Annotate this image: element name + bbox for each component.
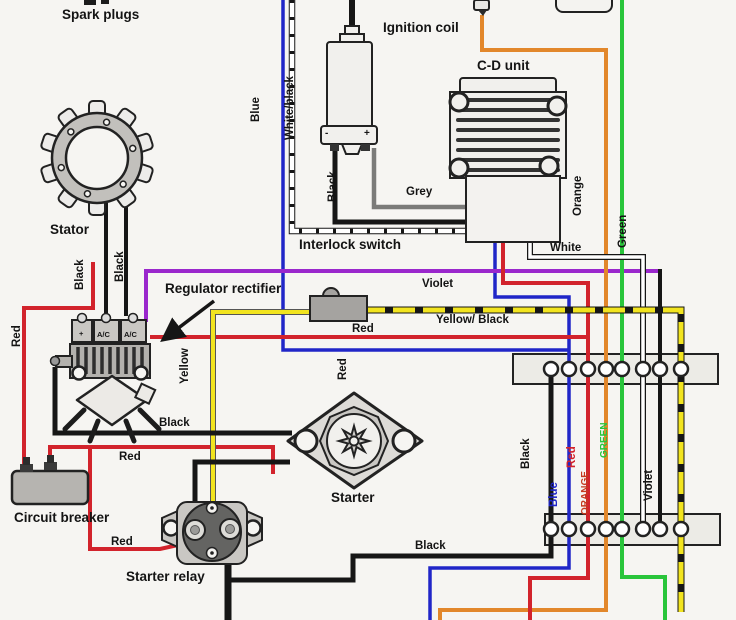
pointer-arrow: [160, 299, 216, 342]
wire-white-black: [288, 0, 466, 235]
wire-label-red-relay: Red: [111, 536, 133, 548]
wire-label-black-ground: Black: [159, 417, 190, 429]
label-ignition-coil: Ignition coil: [383, 20, 459, 35]
coil-terminal-plus: +: [364, 128, 370, 139]
wire-black-stator: [104, 203, 128, 316]
label-circuit-breaker: Circuit breaker: [14, 510, 110, 525]
wire-grey: [371, 148, 466, 210]
spark-plug-stubs: [84, 0, 109, 5]
wire-label-green: Green: [617, 214, 629, 248]
connector-terminals-upper: [542, 360, 690, 378]
conn-label-orange: ORANGE: [580, 471, 591, 515]
wire-black-ground: [52, 367, 292, 436]
top-component-cutoff: [555, 0, 613, 13]
conn-label-blue: Blue: [548, 482, 560, 507]
wire-label-orange: Orange: [572, 175, 584, 216]
wire-label-white: White: [550, 242, 582, 254]
wire-label-violet: Violet: [422, 278, 454, 290]
conn-label-green: GREEN: [599, 422, 610, 458]
label-stator: Stator: [50, 222, 90, 237]
label-regulator-rectifier: Regulator rectifier: [165, 281, 282, 296]
label-spark-plugs: Spark plugs: [62, 7, 140, 22]
wire-white: [527, 242, 646, 529]
wire-red: [22, 242, 590, 620]
conn-label-black: Black: [520, 438, 532, 469]
regulator-terminal-plus: +: [79, 329, 84, 338]
label-starter-relay: Starter relay: [126, 569, 205, 584]
regulator-terminal-ac1: A/C: [97, 330, 110, 339]
wire-label-blue: Blue: [250, 97, 262, 122]
wire-label-yellow: Yellow: [179, 348, 191, 384]
fuse: [309, 287, 368, 322]
label-interlock-switch: Interlock switch: [299, 237, 402, 252]
wire-label-grey: Grey: [406, 186, 433, 198]
cd-unit: [448, 77, 568, 243]
wire-yellow-black: [355, 306, 685, 612]
wire-label-red-breaker: Red: [119, 451, 141, 463]
coil-terminal-minus: -: [325, 128, 329, 139]
ignition-coil: [320, 25, 378, 155]
label-cd-unit: C-D unit: [477, 58, 530, 73]
circuit-breaker: [10, 455, 90, 506]
wire-orange: [438, 15, 608, 620]
conn-label-violet: Violet: [643, 469, 655, 501]
starter-motor: [286, 391, 424, 490]
wire-label-white-black: White/black: [284, 76, 296, 140]
wire-yellow: [210, 309, 322, 505]
connector-terminals-lower: [542, 520, 690, 538]
wire-label-black-starter: Black: [415, 540, 446, 552]
regulator-rectifier: [49, 312, 162, 444]
wire-label-red-fuse: Red: [352, 323, 374, 335]
wire-blue: [281, 0, 571, 620]
wire-label-red-mid: Red: [337, 358, 349, 380]
label-starter: Starter: [331, 490, 375, 505]
stator: [40, 100, 154, 216]
wire-label-yellow-black: Yellow/ Black: [436, 314, 509, 326]
wire-label-red-left: Red: [11, 325, 23, 347]
starter-relay: [161, 501, 263, 565]
wire-label-black-stator-b: Black: [114, 251, 126, 282]
wire-green: [620, 0, 667, 620]
conn-label-red: Red: [566, 446, 578, 468]
regulator-terminal-ac2: A/C: [124, 330, 137, 339]
wire-label-black-stator-a: Black: [74, 259, 86, 290]
wire-label-black-coil: Black: [327, 171, 339, 202]
spark-plug-top-right: [473, 0, 490, 16]
wire-violet: [144, 269, 662, 529]
